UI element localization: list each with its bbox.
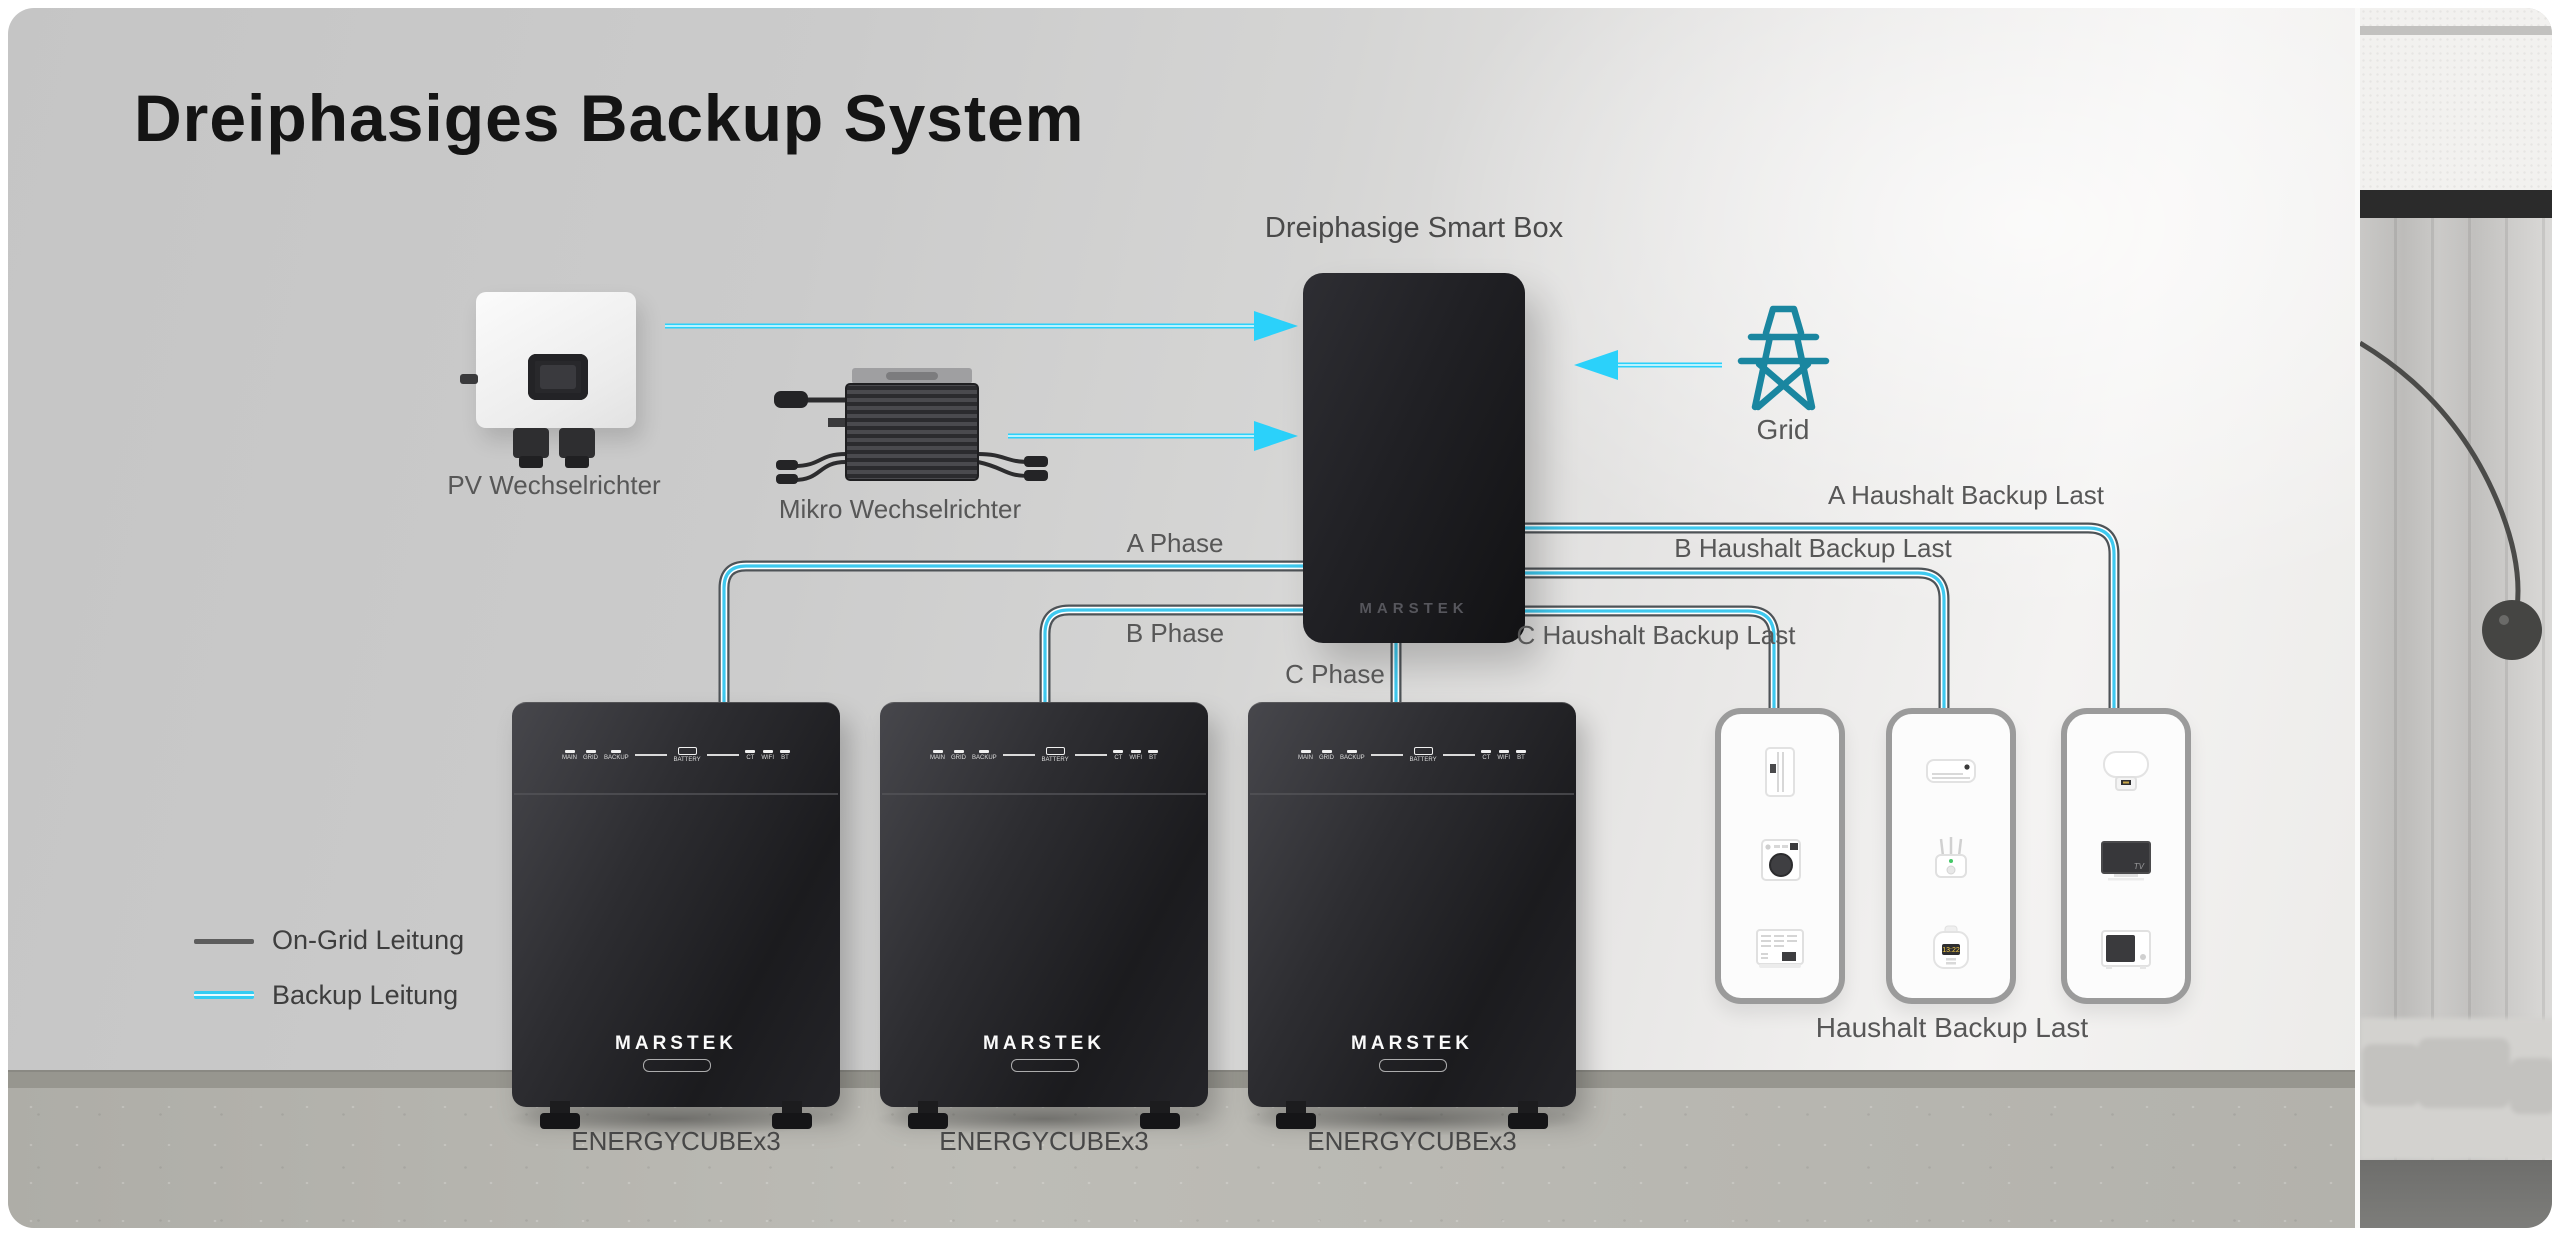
battery-foot [540,1101,580,1131]
refrigerator-icon [1721,736,1839,808]
phase-b-label: B Phase [1125,618,1225,648]
battery-model-label: ENERGYCUBEx3 [571,1126,781,1156]
microwave-icon [2067,912,2185,984]
grid-label: Grid [1756,414,1810,445]
water-heater-icon [2067,736,2185,808]
battery-brand: MARSTEK [983,1033,1105,1054]
air-conditioner-icon [1892,736,2010,808]
router-icon [1892,824,2010,896]
micro-flow-arrow [1008,421,1298,451]
washing-machine-icon [1721,824,1839,896]
heating-unit-icon [1721,912,1839,984]
room-photo [2355,8,2552,1228]
grid-flow-arrow [1574,350,1722,380]
smart-box-label: Dreiphasige Smart Box [1264,212,1564,244]
legend-backup-label: Backup Leitung [272,980,459,1010]
pv-inverter-screen [528,354,588,400]
battery-brand: MARSTEK [1351,1033,1473,1054]
photo-wall [2360,8,2552,190]
battery-foot [908,1101,948,1131]
backup-c-label: C Haushalt Backup Last [1516,620,1796,650]
battery-status-display: MAIN GRID BACKUP BATTERY CT WIFI BT [930,747,1159,763]
backup-a-label: A Haushalt Backup Last [1827,480,2105,510]
pv-flow-arrow [665,311,1298,341]
smart-box-device: MARSTEK [1303,273,1525,643]
phase-b-cable [1039,604,1314,720]
battery-foot [1508,1101,1548,1131]
load-box-2: 13:22 [1886,708,2016,1004]
phase-a-cable [718,560,1314,720]
loads-group-label: Haushalt Backup Last [1815,1012,2089,1043]
battery-brand: MARSTEK [615,1033,737,1054]
legend-on-grid-swatch [194,939,254,944]
smart-box-brand: MARSTEK [1359,600,1469,617]
battery-status-display: MAIN GRID BACKUP BATTERY CT WIFI BT [1298,747,1527,763]
backup-c-cable [1512,605,1780,722]
battery-foot [772,1101,812,1131]
tv-screen-label: TV [2134,862,2145,871]
battery-model-label: ENERGYCUBEx3 [1307,1126,1517,1156]
legend-on-grid-label: On-Grid Leitung [272,925,465,955]
photo-sofa [2360,1018,2552,1160]
battery-badge [643,1059,711,1072]
tv-icon: TV [2067,824,2185,896]
pv-connector [559,428,595,468]
pv-inverter-antenna [460,374,478,384]
battery-status-display: MAIN GRID BACKUP BATTERY CT WIFI BT [562,747,791,763]
micro-inverter-label: Mikro Wechselrichter [778,494,1022,524]
battery-model-label: ENERGYCUBEx3 [939,1126,1149,1156]
backup-b-cable [1512,567,1950,722]
photo-floor [2360,1160,2552,1228]
rice-cooker-icon: 13:22 [1892,912,2010,984]
diagram-panel: Dreiphasiges Backup System PV Wechselric… [8,8,2552,1228]
photo-curtain [2360,218,2552,1160]
load-box-3: TV [2061,708,2191,1004]
pv-connector [513,428,549,468]
micro-inverter-device [774,368,1048,484]
pv-inverter-device [476,292,636,428]
battery-unit-1: MAIN GRID BACKUP BATTERY CT WIFI BT MARS… [512,702,840,1129]
phase-a-label: A Phase [1126,528,1224,558]
load-box-1 [1715,708,1845,1004]
battery-badge [1379,1059,1447,1072]
battery-foot [1140,1101,1180,1131]
backup-a-cable [1512,522,2120,722]
legend-backup-swatch [194,991,254,999]
battery-unit-3: MAIN GRID BACKUP BATTERY CT WIFI BT MARS… [1248,702,1576,1129]
phase-c-label: C Phase [1285,659,1385,689]
battery-badge [1011,1059,1079,1072]
power-pylon-icon [1737,305,1830,411]
pv-inverter-label: PV Wechselrichter [447,470,661,500]
rice-cooker-display: 13:22 [1942,947,1960,954]
battery-unit-2: MAIN GRID BACKUP BATTERY CT WIFI BT MARS… [880,702,1208,1129]
battery-foot [1276,1101,1316,1131]
page-title: Dreiphasiges Backup System [134,81,1085,155]
wiring-layer [665,305,2120,722]
floor [8,1088,2355,1228]
backup-b-label: B Haushalt Backup Last [1674,533,1952,563]
arc-lamp-icon [2360,340,2542,660]
